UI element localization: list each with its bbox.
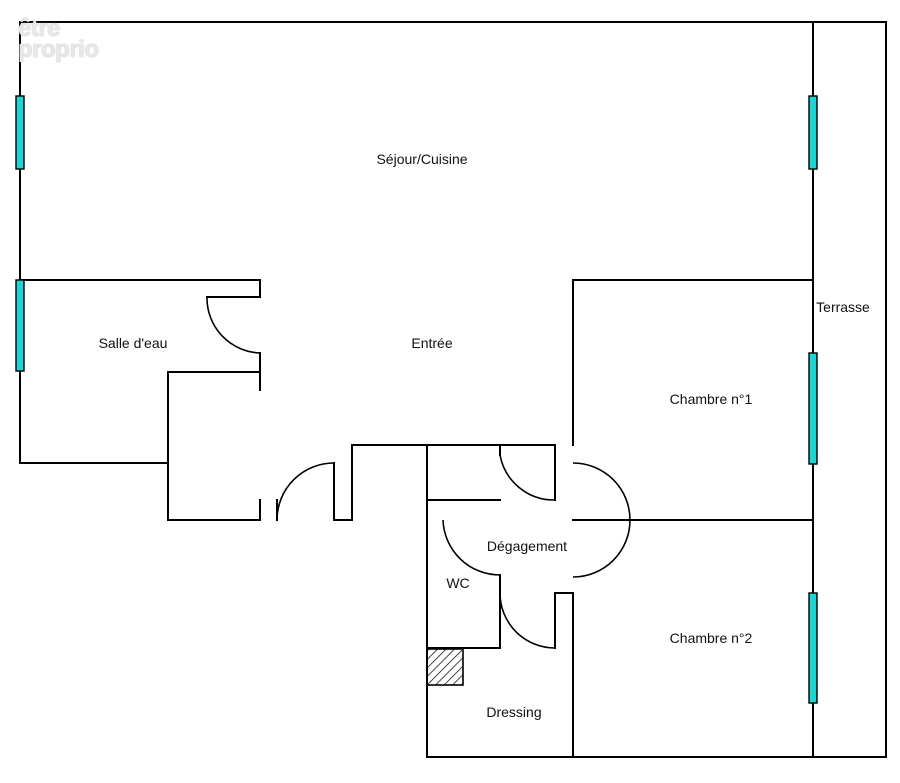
degagement-walls xyxy=(426,444,574,758)
hatched-duct xyxy=(426,648,464,686)
door-dressing xyxy=(499,592,556,649)
window-left-mid xyxy=(15,279,25,372)
label-wc: WC xyxy=(446,575,469,591)
window-chambre2 xyxy=(808,592,818,704)
label-terrasse: Terrasse xyxy=(816,299,870,315)
logo-line-2: proprio xyxy=(18,36,99,63)
window-left-top xyxy=(15,95,25,170)
door-chambre-arc xyxy=(572,462,631,578)
exterior-walls xyxy=(19,21,887,758)
watermark-logo: être proprio xyxy=(18,15,99,63)
label-salle-deau: Salle d'eau xyxy=(99,335,168,351)
entry-walls xyxy=(333,444,556,521)
window-right-top xyxy=(808,95,818,170)
door-salle-deau xyxy=(206,296,261,354)
room-labels: Séjour/Cuisine Terrasse Salle d'eau Entr… xyxy=(99,151,870,720)
salle-deau-walls xyxy=(19,279,278,521)
windows xyxy=(15,95,818,704)
label-sejour: Séjour/Cuisine xyxy=(376,151,467,167)
bedroom-walls xyxy=(572,279,814,758)
label-dressing: Dressing xyxy=(486,704,541,720)
door-wc xyxy=(442,519,501,576)
doors xyxy=(206,296,631,649)
logo-line-1: être xyxy=(18,15,61,42)
label-chambre2: Chambre n°2 xyxy=(670,630,753,646)
door-chambre1 xyxy=(499,454,556,501)
label-degagement: Dégagement xyxy=(487,538,567,554)
window-chambre1 xyxy=(808,352,818,465)
label-chambre1: Chambre n°1 xyxy=(670,391,753,407)
label-entree: Entrée xyxy=(411,335,452,351)
door-entry xyxy=(276,462,335,521)
